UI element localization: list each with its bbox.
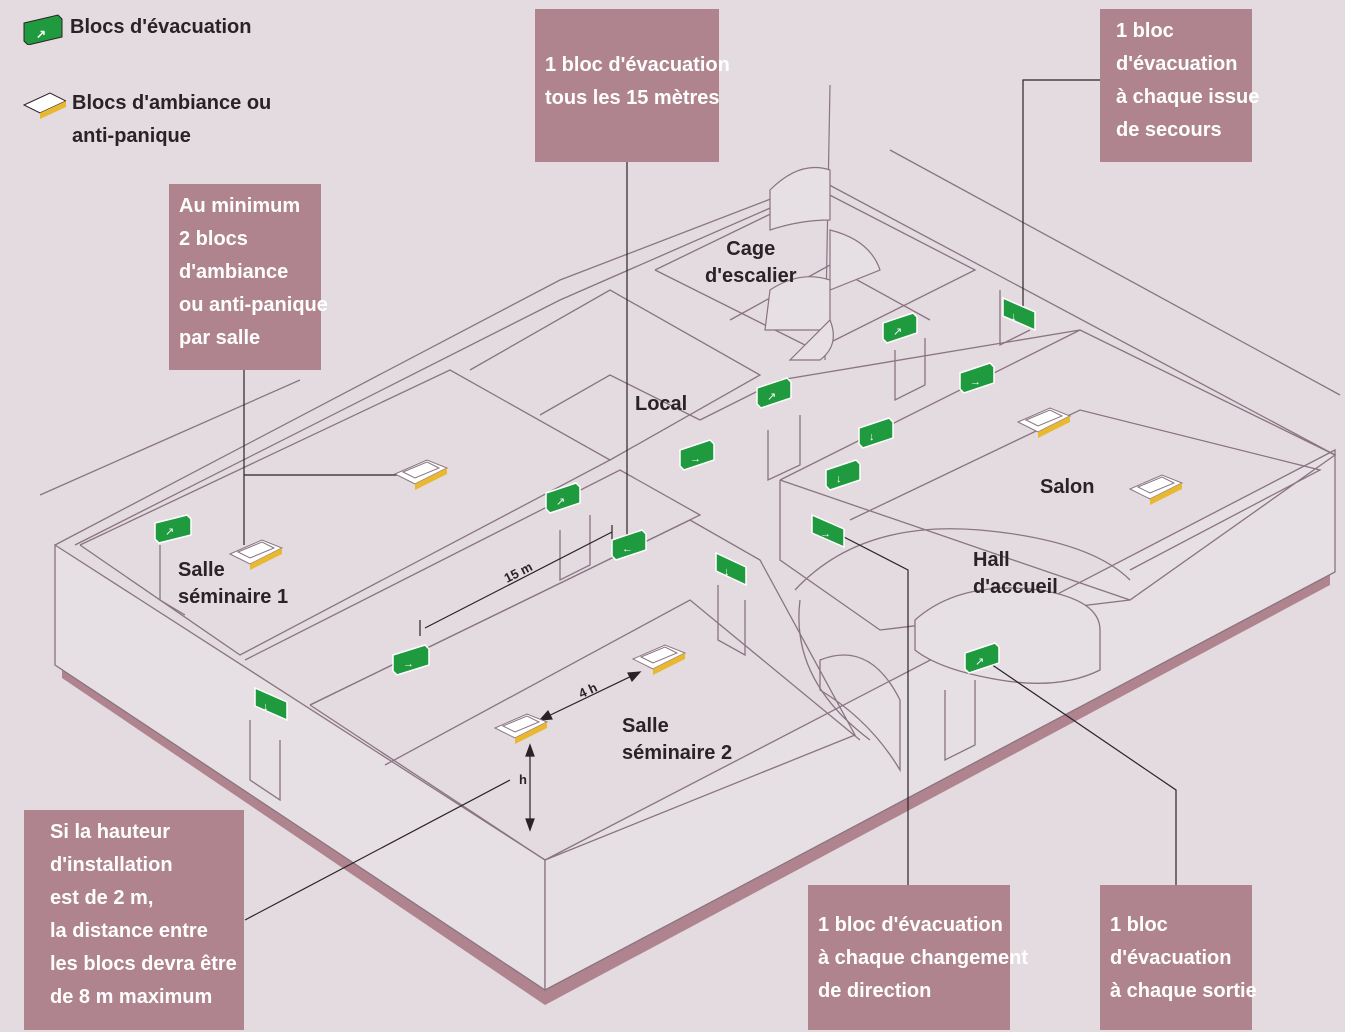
evacuation-block-icon: ↓ <box>825 459 861 491</box>
ambiance-block-icon <box>1128 474 1184 505</box>
callout-line: par salle <box>179 327 261 349</box>
svg-text:↗: ↗ <box>767 391 776 403</box>
callout-line: à chaque sortie <box>1110 980 1257 1002</box>
room-label-salle-seminaire-1: Salle séminaire 1 <box>178 557 288 611</box>
evacuation-block-icon: ↓ <box>1002 296 1036 332</box>
callout-line: la distance entre <box>50 920 208 942</box>
callout-each-exit: 1 bloc d'évacuation à chaque sortie <box>1100 885 1257 1030</box>
evacuation-block-icon: ↗ <box>882 312 918 344</box>
evacuation-block-icon: ↗ <box>964 642 1000 674</box>
callout-each-emergency-exit: 1 bloc d'évacuation à chaque issue de se… <box>1100 9 1260 162</box>
room-label-salle-seminaire-2: Salle séminaire 2 <box>622 713 732 767</box>
callout-line: ou anti-panique <box>179 294 328 316</box>
callout-line: à chaque changement <box>818 947 1029 969</box>
svg-text:↓: ↓ <box>724 566 730 578</box>
evacuation-block-icon: → <box>679 439 715 471</box>
callout-line: d'installation <box>50 854 173 876</box>
svg-text:↗: ↗ <box>893 326 902 338</box>
ambiance-block-icon <box>1016 407 1072 438</box>
svg-text:↓: ↓ <box>869 431 875 443</box>
callout-minimum-ambiance: Au minimum 2 blocs d'ambiance ou anti-pa… <box>169 184 328 370</box>
room-label-line: Local <box>635 393 688 415</box>
svg-text:→: → <box>970 376 981 388</box>
room-label-hall-accueil: Hall d'accueil <box>973 547 1058 601</box>
callout-line: 1 bloc <box>1116 20 1174 42</box>
callout-line: d'ambiance <box>179 261 289 283</box>
room-label-line: Cage <box>726 238 776 260</box>
callout-height-rule: Si la hauteur d'installation est de 2 m,… <box>24 810 244 1030</box>
callout-line: de 8 m maximum <box>50 986 213 1008</box>
room-label-line: d'accueil <box>973 576 1058 598</box>
leader-lines <box>243 79 1177 921</box>
room-label-line: séminaire 2 <box>622 742 733 764</box>
callout-line: à chaque issue <box>1116 86 1260 108</box>
callout-line: de secours <box>1116 119 1222 141</box>
evacuation-block-icon: ↗ <box>154 514 192 544</box>
callout-line: est de 2 m, <box>50 887 154 909</box>
evacuation-block-icon: ↓ <box>254 686 288 722</box>
ambiance-block-icon <box>493 713 549 744</box>
svg-text:→: → <box>403 658 414 670</box>
legend-ambiance: Blocs d'ambiance ou anti-panique <box>22 87 271 153</box>
room-label-cage-escalier: Cage d'escalier <box>705 236 796 290</box>
evacuation-block-icon: → <box>392 644 430 676</box>
callout-line: les blocs devra être <box>50 953 237 975</box>
evacuation-block-icon: ↗ <box>756 377 792 409</box>
dimension-h <box>525 743 535 832</box>
dimension-15m-label: 15 m <box>502 559 535 586</box>
room-label-line: Hall <box>973 549 1010 571</box>
room-label-local: Local <box>635 391 687 418</box>
evacuation-block-icon: ↗ <box>23 14 63 45</box>
evacuation-block-icon: → <box>959 362 995 394</box>
callout-line: Si la hauteur <box>50 821 171 843</box>
spiral-staircase <box>764 84 881 361</box>
callout-every-15m: 1 bloc d'évacuation tous les 15 mètres <box>535 9 730 162</box>
svg-text:↓: ↓ <box>836 473 842 485</box>
callout-line: tous les 15 mètres <box>545 87 720 109</box>
legend-ambiance-line-2: anti-panique <box>72 125 191 147</box>
ambiance-block-icon <box>393 459 449 490</box>
svg-text:↓: ↓ <box>263 701 269 713</box>
building-walls <box>39 149 1341 992</box>
floor-shadow <box>62 572 1330 1005</box>
svg-text:↗: ↗ <box>165 526 174 538</box>
callout-line: 1 bloc d'évacuation <box>545 54 730 76</box>
callout-line: d'évacuation <box>1116 53 1238 75</box>
room-label-line: d'escalier <box>705 265 797 287</box>
svg-text:→: → <box>690 453 701 465</box>
evacuation-block-icon: ↓ <box>715 551 747 587</box>
room-label-line: séminaire 1 <box>178 586 289 608</box>
evacuation-block-icon: → <box>811 513 845 549</box>
callout-line: 1 bloc <box>1110 914 1168 936</box>
dimension-4h-label: 4 h <box>576 680 599 702</box>
dimension-4h <box>538 671 642 721</box>
legend-ambiance-line-1: Blocs d'ambiance ou <box>72 92 272 114</box>
svg-text:←: ← <box>622 543 633 555</box>
evacuation-block-icon: ↗ <box>545 482 581 514</box>
svg-text:↗: ↗ <box>36 27 46 41</box>
callout-line: de direction <box>818 980 932 1002</box>
room-label-line: Salle <box>622 715 669 737</box>
svg-text:↓: ↓ <box>1011 311 1017 323</box>
callout-line: d'évacuation <box>1110 947 1232 969</box>
callout-line: Au minimum <box>179 195 301 217</box>
dimension-h-label: h <box>519 772 527 787</box>
callout-line: 1 bloc d'évacuation <box>818 914 1003 936</box>
legend-evacuation: ↗ Blocs d'évacuation <box>22 11 251 45</box>
room-label-salon: Salon <box>1040 474 1094 501</box>
callout-direction-change: 1 bloc d'évacuation à chaque changement … <box>808 885 1029 1030</box>
room-label-line: Salle <box>178 559 225 581</box>
evacuation-block-icon: ↓ <box>858 417 894 449</box>
legend-evacuation-label: Blocs d'évacuation <box>70 16 252 38</box>
ambiance-block-icon <box>228 539 284 570</box>
svg-text:→: → <box>820 528 831 540</box>
ambiance-block-icon <box>22 92 66 119</box>
ambiance-block-icon <box>631 644 687 675</box>
svg-text:↗: ↗ <box>556 496 565 508</box>
callout-line: 2 blocs <box>179 228 248 250</box>
room-label-line: Salon <box>1040 476 1095 498</box>
svg-text:↗: ↗ <box>975 656 984 668</box>
evacuation-block-icon: ← <box>611 529 647 561</box>
